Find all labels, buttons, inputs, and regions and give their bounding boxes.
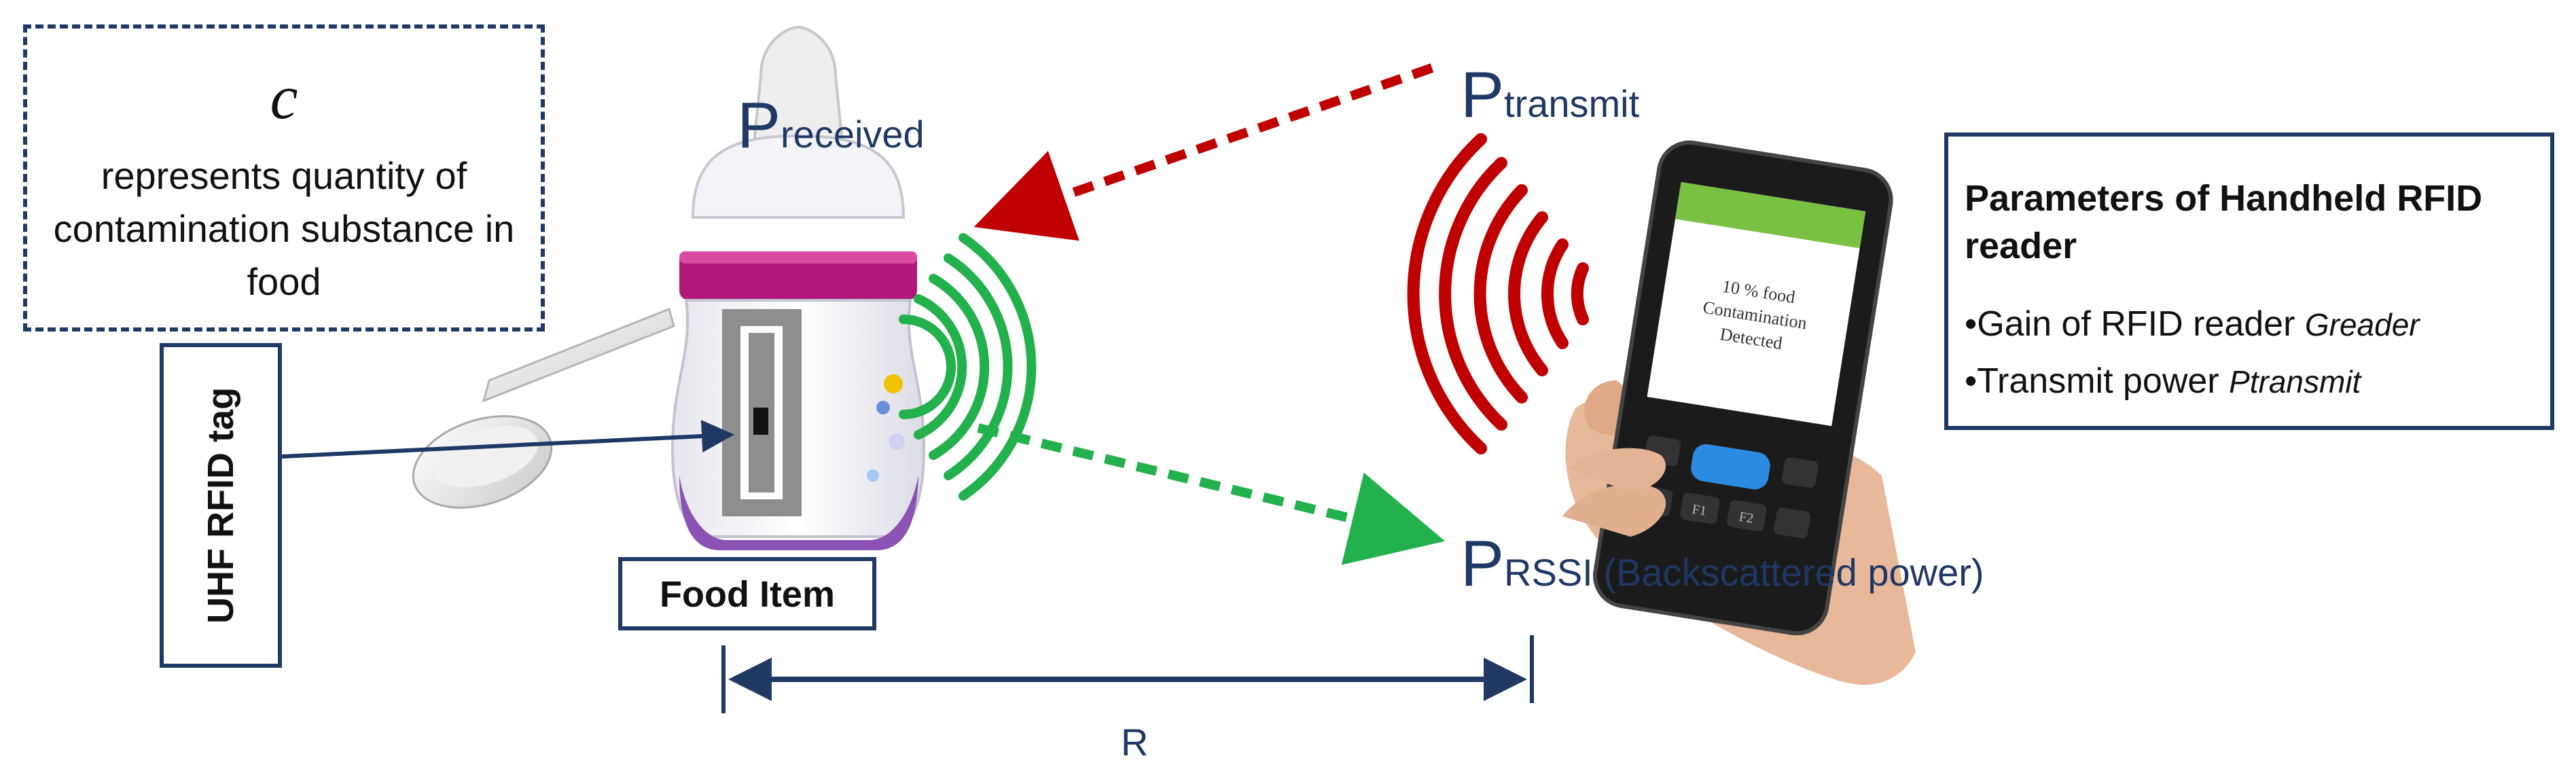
received-power-symbol: P xyxy=(737,89,781,162)
transmit-waves xyxy=(1407,133,1589,454)
reader-key-f1: F1 xyxy=(1691,502,1707,519)
rfid-tag-label: UHF RFID tag xyxy=(200,387,241,624)
backscatter-waves xyxy=(899,233,1037,501)
handheld-reader-illustration: 10 % food Contamination Detected F1 F2 xyxy=(1562,140,1916,685)
backscatter-arrow xyxy=(977,423,1446,565)
rfid-tag-label-box: UHF RFID tag xyxy=(160,343,282,668)
baby-bottle-illustration xyxy=(670,25,926,550)
rssi-power-subscript: RSSI (Backscattered power) xyxy=(1504,551,1984,594)
parameter-bullet: • xyxy=(1965,304,1978,344)
parameter-item: •Gain of RFID reader Greader xyxy=(1965,304,2420,344)
parameter-item: •Transmit power Ptransmit xyxy=(1965,361,2361,401)
spoon-illustration xyxy=(412,307,675,509)
food-item-label: Food Item xyxy=(660,574,835,615)
tag-pointer-arrow xyxy=(281,420,734,459)
reader-parameters-box: Parameters of Handheld RFID reader •Gain… xyxy=(1944,132,2554,430)
contamination-symbol: c xyxy=(270,62,298,132)
rssi-power-symbol: P xyxy=(1461,527,1505,600)
parameter-text: Gain of RFID reader xyxy=(1977,304,2305,344)
parameters-title: Parameters of Handheld RFID reader xyxy=(1965,178,2483,266)
transmit-power-symbol: P xyxy=(1461,58,1505,131)
received-power-label: Preceived xyxy=(737,88,925,163)
transmit-power-label: Ptransmit xyxy=(1461,58,1639,132)
distance-label: R xyxy=(1121,721,1149,764)
received-power-subscript: received xyxy=(781,113,925,156)
parameter-text: Transmit power xyxy=(1977,361,2230,401)
distance-indicator xyxy=(721,635,1534,713)
food-item-box: Food Item xyxy=(618,557,876,630)
parameter-symbol: Greader xyxy=(2304,307,2420,342)
transmit-arrow xyxy=(973,63,1434,241)
reader-key-f2: F2 xyxy=(1738,509,1754,526)
parameter-symbol: Ptransmit xyxy=(2229,364,2361,399)
transmit-power-subscript: transmit xyxy=(1504,82,1640,125)
parameter-bullet: • xyxy=(1965,361,1978,401)
contamination-description: represents quantity of contamination sub… xyxy=(53,154,515,303)
rssi-power-label: PRSSI (Backscattered power) xyxy=(1461,526,1984,601)
contamination-info-box: c represents quantity of contamination s… xyxy=(23,24,545,332)
